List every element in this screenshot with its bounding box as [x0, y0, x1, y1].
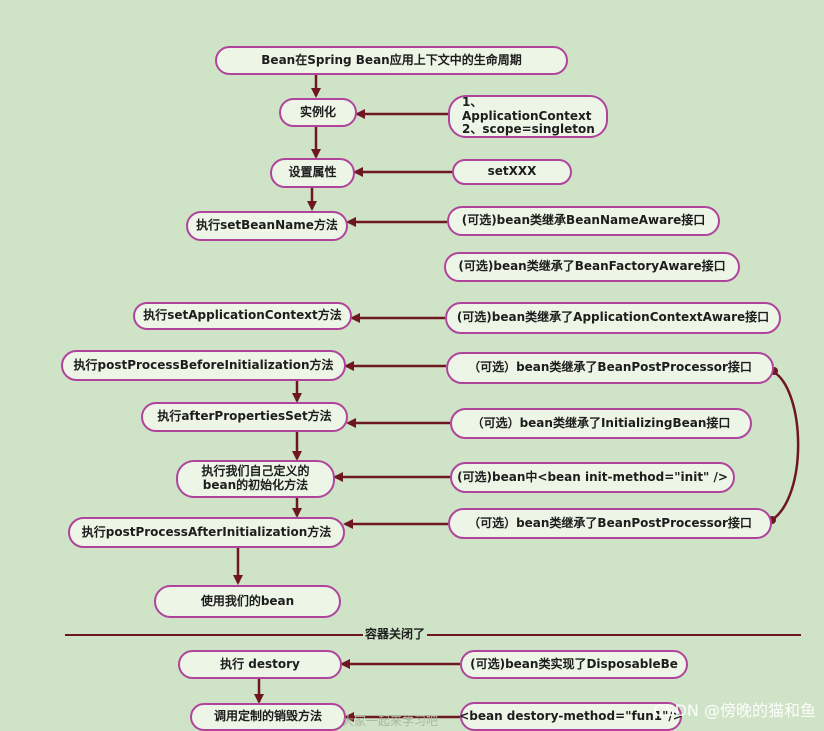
- note-instantiate-label: 1、ApplicationContext 2、scope=singleton: [462, 96, 600, 137]
- faint-background-text: 大家一起来学习吧: [342, 712, 438, 729]
- note-bean-name-aware: (可选)bean类继承BeanNameAware接口: [447, 206, 720, 236]
- note-bean-factory-aware: (可选)bean类继承了BeanFactoryAware接口: [444, 252, 740, 282]
- note-disposable-bean: (可选)bean类实现了DisposableBe: [460, 650, 688, 679]
- step-use-bean: 使用我们的bean: [154, 585, 341, 618]
- step-post-after: 执行postProcessAfterInitialization方法: [68, 517, 345, 548]
- step-set-bean-name: 执行setBeanName方法: [186, 211, 348, 241]
- step-custom-init-label: 执行我们自己定义的 bean的初始化方法: [201, 465, 309, 493]
- step-post-before: 执行postProcessBeforeInitialization方法: [61, 350, 346, 381]
- step-set-app-ctx: 执行setApplicationContext方法: [133, 302, 352, 330]
- step-after-props: 执行afterPropertiesSet方法: [141, 402, 348, 432]
- note-set-props: setXXX: [452, 159, 572, 185]
- title-node: Bean在Spring Bean应用上下文中的生命周期: [215, 46, 568, 75]
- connector-post-processor-curve: [772, 372, 798, 520]
- container-closed-divider: [65, 634, 801, 636]
- note-initializing-bean: （可选）bean类继承了InitializingBean接口: [450, 408, 752, 439]
- step-set-props: 设置属性: [270, 158, 355, 188]
- note-app-ctx-aware: (可选)bean类继承了ApplicationContextAware接口: [445, 302, 781, 334]
- container-closed-label: 容器关闭了: [363, 625, 427, 642]
- note-init-method: (可选)bean中<bean init-method="init" />: [450, 462, 735, 493]
- note-post-processor-1: （可选）bean类继承了BeanPostProcessor接口: [446, 352, 774, 384]
- watermark: CSDN @傍晚的猫和鱼: [653, 697, 816, 721]
- note-instantiate: 1、ApplicationContext 2、scope=singleton: [448, 95, 608, 138]
- step-instantiate: 实例化: [279, 98, 357, 127]
- step-custom-init: 执行我们自己定义的 bean的初始化方法: [176, 460, 335, 498]
- note-post-processor-2: （可选）bean类继承了BeanPostProcessor接口: [448, 508, 772, 539]
- step-destroy: 执行 destory: [178, 650, 342, 679]
